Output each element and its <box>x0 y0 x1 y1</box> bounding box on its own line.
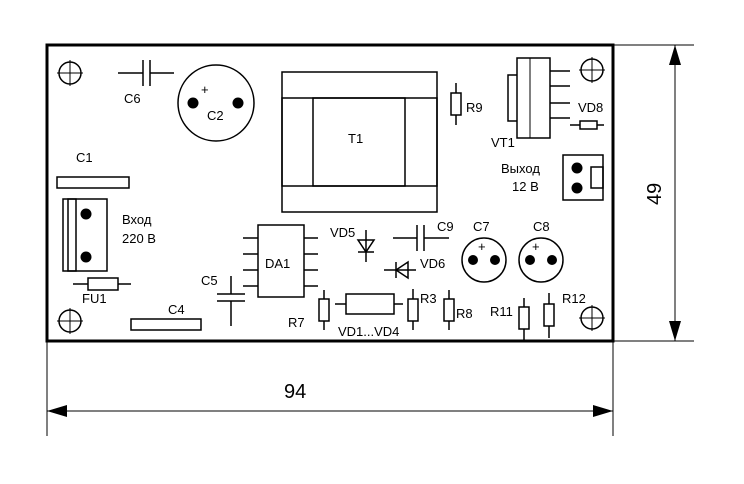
label-input-voltage: 220 В <box>122 231 156 246</box>
label-c7-plus: + <box>478 239 486 254</box>
capacitor-c8 <box>518 237 564 283</box>
diode-bridge-vd1-vd4 <box>335 293 403 315</box>
connector-output <box>562 154 604 201</box>
mounting-hole-top-right <box>579 57 605 83</box>
capacitor-c6 <box>118 60 174 86</box>
diode-vd8 <box>570 120 604 130</box>
label-fu1: FU1 <box>82 291 107 306</box>
label-t1: T1 <box>348 131 363 146</box>
capacitor-c5 <box>217 276 245 326</box>
label-c8-plus: + <box>532 239 540 254</box>
label-c8: C8 <box>533 219 550 234</box>
label-r8: R8 <box>456 306 473 321</box>
label-c6: C6 <box>124 91 141 106</box>
dimension-height <box>613 44 694 342</box>
label-vd8: VD8 <box>578 100 603 115</box>
diode-vd5 <box>356 230 376 262</box>
board-outline <box>45 43 615 343</box>
mounting-hole-bottom-right <box>579 305 605 331</box>
capacitor-c2 <box>177 64 255 142</box>
label-c4: C4 <box>168 302 185 317</box>
resistor-r9 <box>450 83 462 125</box>
label-output: Выход <box>501 161 540 176</box>
label-vt1: VT1 <box>491 135 515 150</box>
label-r7: R7 <box>288 315 305 330</box>
transistor-vt1 <box>507 57 570 139</box>
label-vd5: VD5 <box>330 225 355 240</box>
mounting-hole-bottom-left <box>57 308 83 334</box>
dimension-width <box>46 341 614 436</box>
label-vd6: VD6 <box>420 256 445 271</box>
diode-vd6 <box>384 260 416 280</box>
label-r3: R3 <box>420 291 437 306</box>
label-da1: DA1 <box>265 256 290 271</box>
label-vd1-vd4: VD1...VD4 <box>338 324 399 339</box>
dimension-width-value: 94 <box>284 381 306 403</box>
resistor-r7 <box>318 290 330 330</box>
label-r12: R12 <box>562 291 586 306</box>
fuse-fu1 <box>73 277 131 291</box>
resistor-r11 <box>518 298 530 340</box>
resistor-r8 <box>443 290 455 330</box>
resistor-r3 <box>407 289 419 330</box>
capacitor-c4 <box>130 318 202 331</box>
label-c2: C2 <box>207 108 224 123</box>
capacitor-c9 <box>393 225 449 251</box>
label-c5: C5 <box>201 273 218 288</box>
label-c7: C7 <box>473 219 490 234</box>
capacitor-c7 <box>461 237 507 283</box>
dimension-height-value: 49 <box>644 183 666 205</box>
label-c9: C9 <box>437 219 454 234</box>
transformer-t1 <box>281 71 438 213</box>
label-output-voltage: 12 В <box>512 179 539 194</box>
ic-da1 <box>243 224 318 298</box>
label-r9: R9 <box>466 100 483 115</box>
capacitor-c1 <box>56 176 130 189</box>
label-input: Вход <box>122 212 152 227</box>
label-c1: C1 <box>76 150 93 165</box>
resistor-r12 <box>543 293 555 338</box>
connector-input <box>62 198 108 272</box>
mounting-hole-top-left <box>57 60 83 86</box>
label-r11: R11 <box>490 304 513 319</box>
label-c2-plus: + <box>201 82 209 97</box>
